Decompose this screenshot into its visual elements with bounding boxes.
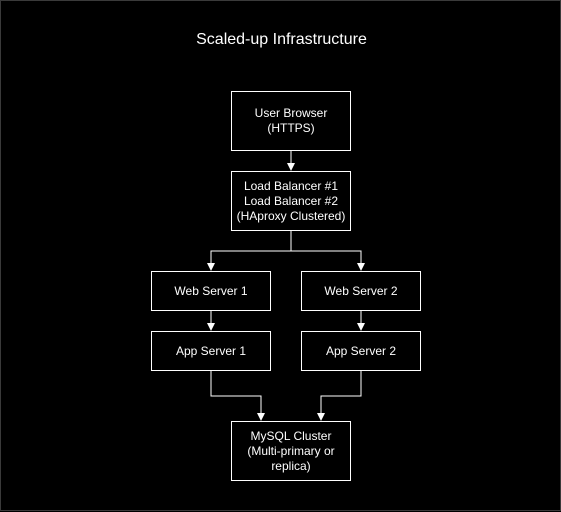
node-label-line: MySQL Cluster bbox=[250, 428, 332, 443]
node-user-browser[interactable]: User Browser (HTTPS) bbox=[231, 91, 351, 151]
node-label-line: (HTTPS) bbox=[267, 121, 315, 135]
node-app-server-2[interactable]: App Server 2 bbox=[301, 331, 421, 371]
edge-load-balancer-to-web-server-2 bbox=[291, 250, 365, 271]
node-label-line: Web Server 2 bbox=[324, 283, 398, 298]
edge-app-server-2-to-mysql-cluster bbox=[317, 371, 362, 421]
node-label-line: replica) bbox=[271, 458, 311, 473]
edge-app-server-1-to-mysql-cluster bbox=[210, 371, 265, 421]
edge-load-balancer-to-web-server-1 bbox=[207, 231, 292, 271]
node-label-line: Load Balancer #2 bbox=[243, 193, 339, 208]
node-web-server-1[interactable]: Web Server 1 bbox=[151, 271, 271, 311]
node-label-line: App Server 2 bbox=[325, 343, 397, 358]
node-label-line: Web Server 1 bbox=[174, 283, 248, 298]
node-label-line: App Server 1 bbox=[175, 343, 247, 358]
node-label-line: User Browser bbox=[254, 106, 328, 120]
diagram-title: Scaled-up Infrastructure bbox=[196, 31, 367, 48]
node-load-balancer[interactable]: Load Balancer #1 Load Balancer #2 (HApro… bbox=[231, 171, 351, 231]
node-web-server-2[interactable]: Web Server 2 bbox=[301, 271, 421, 311]
node-label-line: Load Balancer #1 bbox=[243, 178, 339, 193]
node-app-server-1[interactable]: App Server 1 bbox=[151, 331, 271, 371]
node-label-line: (Multi-primary or bbox=[247, 443, 335, 458]
node-mysql-cluster[interactable]: MySQL Cluster (Multi-primary or replica) bbox=[231, 421, 351, 481]
node-label-line: (HAproxy Clustered) bbox=[236, 208, 346, 223]
